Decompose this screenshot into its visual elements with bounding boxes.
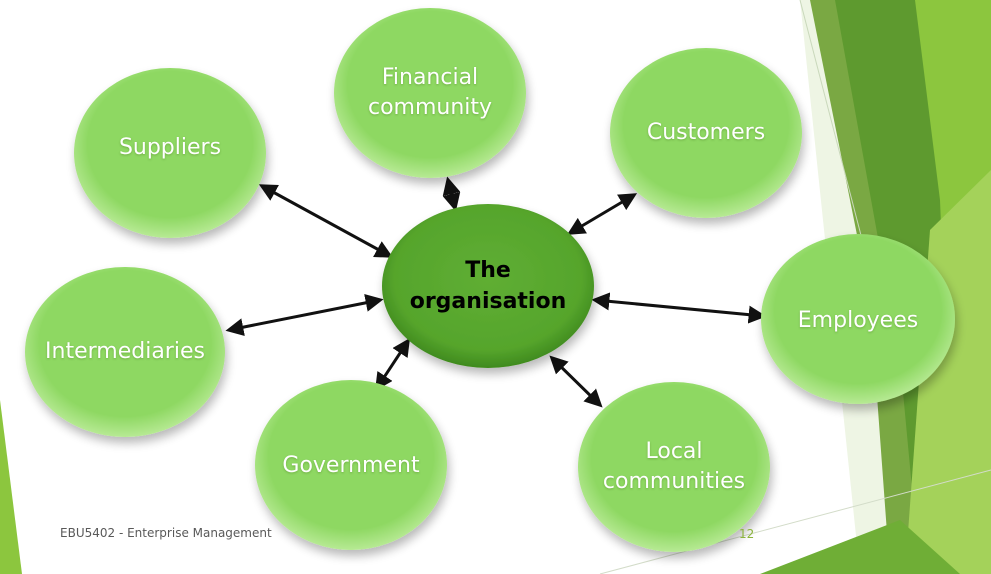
arrow-financial (442, 176, 461, 212)
arrow-suppliers (258, 184, 394, 258)
label-intermediaries: Intermediaries (45, 339, 205, 364)
center-label: The organisation (409, 258, 567, 314)
stakeholder-bubbles (25, 8, 955, 552)
bubble-intermediaries (25, 267, 225, 437)
arrow-intermediaries (225, 293, 384, 337)
label-government: Government (282, 453, 420, 478)
bubble-local (578, 382, 770, 552)
arrow-local (549, 355, 603, 408)
bubble-government (255, 380, 447, 550)
label-local: Local communities (602, 439, 746, 494)
label-customers: Customers (646, 120, 766, 145)
arrow-employees (591, 292, 767, 324)
decor-line-2 (599, 469, 991, 574)
decor-line-1 (799, 0, 871, 271)
label-financial: Financial community (367, 65, 493, 120)
center-bubble (382, 204, 594, 368)
page-number: 12 (739, 527, 755, 541)
bubble-customers (610, 48, 802, 218)
decor-facet-5 (760, 520, 960, 574)
arrow-customers (566, 193, 638, 235)
decor-facet-4 (905, 170, 991, 574)
arrow-government (375, 337, 410, 392)
bubble-financial (334, 8, 526, 178)
label-suppliers: Suppliers (118, 135, 222, 160)
bubble-suppliers (74, 68, 266, 238)
bubble-employees (761, 234, 955, 404)
label-employees: Employees (797, 308, 919, 333)
decor-facet-left (0, 400, 22, 574)
footer-course: EBU5402 - Enterprise Management (60, 526, 272, 540)
connections (225, 176, 767, 408)
